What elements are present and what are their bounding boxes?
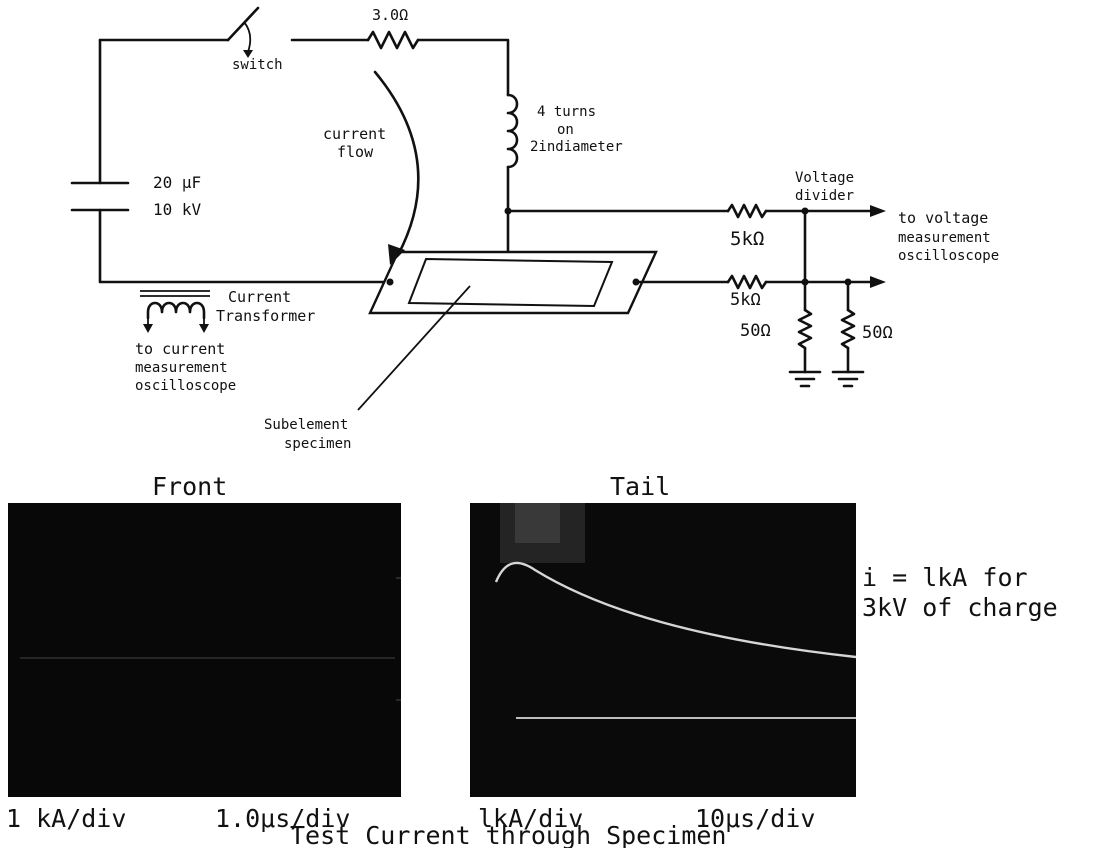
resistor-50ohm-1-label: 50Ω xyxy=(740,321,771,341)
tail-title: Tail xyxy=(610,472,670,501)
current-transformer-label-line1: Current xyxy=(228,288,291,306)
inductor-coil xyxy=(506,93,519,169)
to-voltage-label-line2: measurement xyxy=(898,230,991,246)
resistor-label: 3.0Ω xyxy=(372,6,408,24)
specimen-label-line1: Subelement xyxy=(264,417,348,433)
wire-left-lower xyxy=(98,208,392,284)
wire-top-right xyxy=(416,38,510,97)
current-out-arrow xyxy=(870,276,886,288)
voltage-out-arrow xyxy=(870,205,886,217)
resistor-50ohm-2 xyxy=(840,308,856,350)
current-transformer-label-line2: Transformer xyxy=(216,307,315,325)
inductor-label-line3: 2indiameter xyxy=(530,139,623,155)
current-flow-label-line2: flow xyxy=(337,143,374,161)
tail-scale-current: lkA/div xyxy=(478,804,583,833)
switch-label: switch xyxy=(232,57,283,73)
to-current-label-line3: oscilloscope xyxy=(135,378,236,394)
ground-symbol-2 xyxy=(831,370,865,388)
switch-blade xyxy=(226,6,260,42)
resistor-3ohm xyxy=(366,30,420,50)
to-current-label-line1: to current xyxy=(135,340,225,358)
tail-decay-trace xyxy=(494,561,857,659)
specimen-inner xyxy=(407,257,614,308)
capacitor-label-line2: 10 kV xyxy=(153,200,202,219)
inductor-label-line1: 4 turns xyxy=(537,104,596,120)
divider-label-line2: divider xyxy=(795,188,854,204)
ground-symbol-1 xyxy=(788,370,822,388)
to-current-label-line2: measurement xyxy=(135,360,228,376)
switch-arrow-head xyxy=(243,50,253,58)
to-voltage-label-line3: oscilloscope xyxy=(898,248,999,264)
charge-note-line1: i = lkA for xyxy=(862,563,1028,592)
front-title: Front xyxy=(152,472,227,501)
resistor-5k-mid-label: 5kΩ xyxy=(730,290,761,310)
resistor-5k-top-label: 5kΩ xyxy=(730,228,764,250)
junction-left xyxy=(386,278,394,286)
resistor-5k-mid xyxy=(726,274,768,290)
resistor-50ohm-1 xyxy=(797,308,813,350)
to-voltage-label-line1: to voltage xyxy=(898,209,988,227)
current-flow-arrow-head xyxy=(388,244,405,265)
resistor-5k-top xyxy=(726,203,768,219)
tail-glare xyxy=(500,503,585,563)
front-oscillogram xyxy=(8,503,401,797)
charge-note-line2: 3kV of charge xyxy=(862,593,1058,622)
inductor-label-line2: on xyxy=(557,122,574,138)
current-flow-label-line1: current xyxy=(323,125,386,143)
front-scale-time: 1.0μs/div xyxy=(215,804,350,833)
specimen-label-line2: specimen xyxy=(284,436,351,452)
capacitor-label-line1: 20 μF xyxy=(153,173,201,192)
resistor-50ohm-2-label: 50Ω xyxy=(862,323,893,343)
tail-scale-time: 10μs/div xyxy=(695,804,815,833)
switch-arc-arrow xyxy=(243,21,252,53)
figure-caption: Test Current through Specimen xyxy=(290,821,727,848)
current-flow-arrow xyxy=(373,70,420,257)
divider-label-line1: Voltage xyxy=(795,170,854,186)
front-scale-current: 1 kA/div xyxy=(6,804,126,833)
tail-glare-2 xyxy=(515,503,560,543)
current-transformer xyxy=(140,290,210,333)
specimen-leader xyxy=(357,285,471,411)
